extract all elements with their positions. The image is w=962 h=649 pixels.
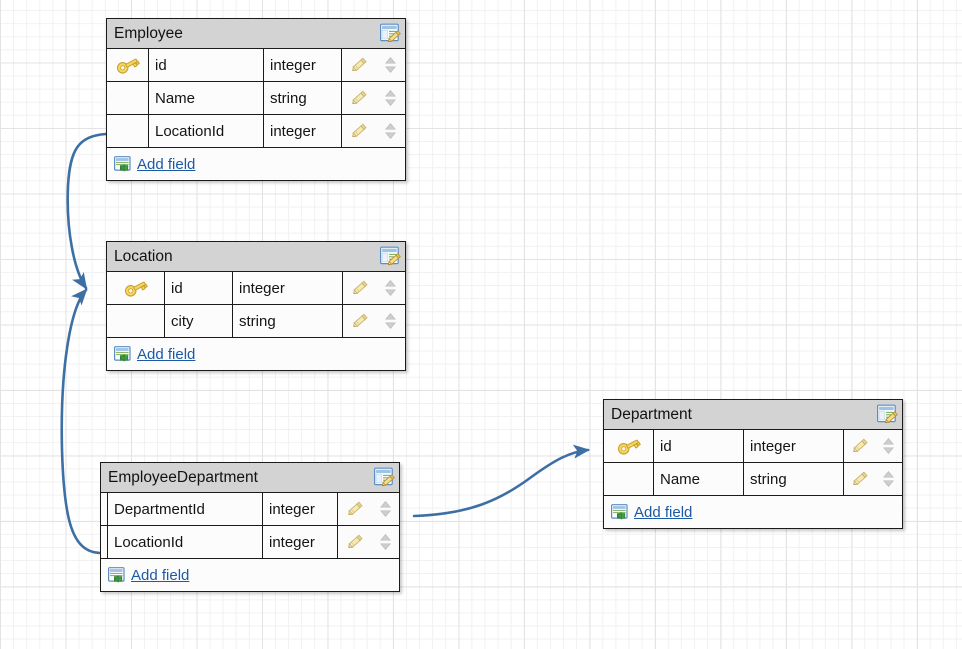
field-type-cell[interactable]: string xyxy=(744,463,844,495)
pencil-icon[interactable] xyxy=(346,533,364,551)
pencil-icon[interactable] xyxy=(851,437,869,455)
entity-header-employee[interactable]: Employee xyxy=(107,19,405,49)
entity-title: EmployeeDepartment xyxy=(108,468,258,486)
field-actions-cell xyxy=(844,430,902,462)
spinner-updown-icon[interactable] xyxy=(882,470,895,488)
field-actions-cell xyxy=(342,49,405,81)
add-field-link[interactable]: Add field xyxy=(137,155,196,173)
pencil-icon[interactable] xyxy=(350,56,368,74)
spinner-updown-icon[interactable] xyxy=(384,122,397,140)
add-field-row[interactable]: Add field xyxy=(101,559,399,591)
primary-key-cell[interactable] xyxy=(107,82,149,114)
add-field-row[interactable]: Add field xyxy=(107,338,405,370)
key-icon xyxy=(123,279,149,297)
entity-title: Employee xyxy=(114,24,183,42)
field-name-cell[interactable]: DepartmentId xyxy=(108,493,263,525)
field-name-cell[interactable]: Name xyxy=(654,463,744,495)
spinner-updown-icon[interactable] xyxy=(379,533,392,551)
spinner-updown-icon[interactable] xyxy=(384,89,397,107)
add-field-icon[interactable] xyxy=(114,346,132,362)
field-actions-cell xyxy=(338,526,399,558)
spinner-updown-icon[interactable] xyxy=(379,500,392,518)
key-icon xyxy=(115,56,141,74)
primary-key-cell[interactable] xyxy=(107,49,149,81)
entity-title: Location xyxy=(114,247,173,265)
field-actions-cell xyxy=(342,115,405,147)
field-name-cell[interactable]: city xyxy=(165,305,233,337)
spinner-updown-icon[interactable] xyxy=(882,437,895,455)
pencil-icon[interactable] xyxy=(350,122,368,140)
edit-form-icon[interactable] xyxy=(374,467,395,488)
add-field-row[interactable]: Add field xyxy=(604,496,902,528)
add-field-link[interactable]: Add field xyxy=(634,503,693,521)
key-icon xyxy=(616,437,642,455)
primary-key-cell[interactable] xyxy=(107,272,165,304)
pencil-icon[interactable] xyxy=(351,312,369,330)
primary-key-cell[interactable] xyxy=(101,526,108,558)
edit-form-icon[interactable] xyxy=(380,23,401,44)
primary-key-cell[interactable] xyxy=(107,115,149,147)
entity-header-location[interactable]: Location xyxy=(107,242,405,272)
primary-key-cell[interactable] xyxy=(107,305,165,337)
spinner-updown-icon[interactable] xyxy=(384,279,397,297)
edit-form-icon[interactable] xyxy=(877,404,898,425)
field-name-cell[interactable]: LocationId xyxy=(108,526,263,558)
pencil-icon[interactable] xyxy=(350,89,368,107)
field-actions-cell xyxy=(342,82,405,114)
field-actions-cell xyxy=(343,305,405,337)
field-type-cell[interactable]: integer xyxy=(264,49,342,81)
field-actions-cell xyxy=(338,493,399,525)
pencil-icon[interactable] xyxy=(346,500,364,518)
field-type-cell[interactable]: string xyxy=(264,82,342,114)
field-name-cell[interactable]: id xyxy=(654,430,744,462)
pencil-icon[interactable] xyxy=(351,279,369,297)
edit-form-icon[interactable] xyxy=(380,246,401,267)
field-type-cell[interactable]: integer xyxy=(744,430,844,462)
primary-key-cell[interactable] xyxy=(101,493,108,525)
field-type-cell[interactable]: integer xyxy=(263,493,338,525)
entity-header-employee-department[interactable]: EmployeeDepartment xyxy=(101,463,399,493)
field-type-cell[interactable]: integer xyxy=(264,115,342,147)
field-type-cell[interactable]: integer xyxy=(263,526,338,558)
field-name-cell[interactable]: id xyxy=(149,49,264,81)
add-field-icon[interactable] xyxy=(108,567,126,583)
field-type-cell[interactable]: string xyxy=(233,305,343,337)
field-name-cell[interactable]: id xyxy=(165,272,233,304)
entity-header-department[interactable]: Department xyxy=(604,400,902,430)
primary-key-cell[interactable] xyxy=(604,430,654,462)
field-name-cell[interactable]: Name xyxy=(149,82,264,114)
primary-key-cell[interactable] xyxy=(604,463,654,495)
add-field-link[interactable]: Add field xyxy=(131,566,190,584)
add-field-link[interactable]: Add field xyxy=(137,345,196,363)
spinner-updown-icon[interactable] xyxy=(384,56,397,74)
add-field-icon[interactable] xyxy=(611,504,629,520)
add-field-row[interactable]: Add field xyxy=(107,148,405,180)
field-type-cell[interactable]: integer xyxy=(233,272,343,304)
field-actions-cell xyxy=(844,463,902,495)
field-name-cell[interactable]: LocationId xyxy=(149,115,264,147)
add-field-icon[interactable] xyxy=(114,156,132,172)
spinner-updown-icon[interactable] xyxy=(384,312,397,330)
pencil-icon[interactable] xyxy=(851,470,869,488)
entity-title: Department xyxy=(611,405,692,423)
field-actions-cell xyxy=(343,272,405,304)
